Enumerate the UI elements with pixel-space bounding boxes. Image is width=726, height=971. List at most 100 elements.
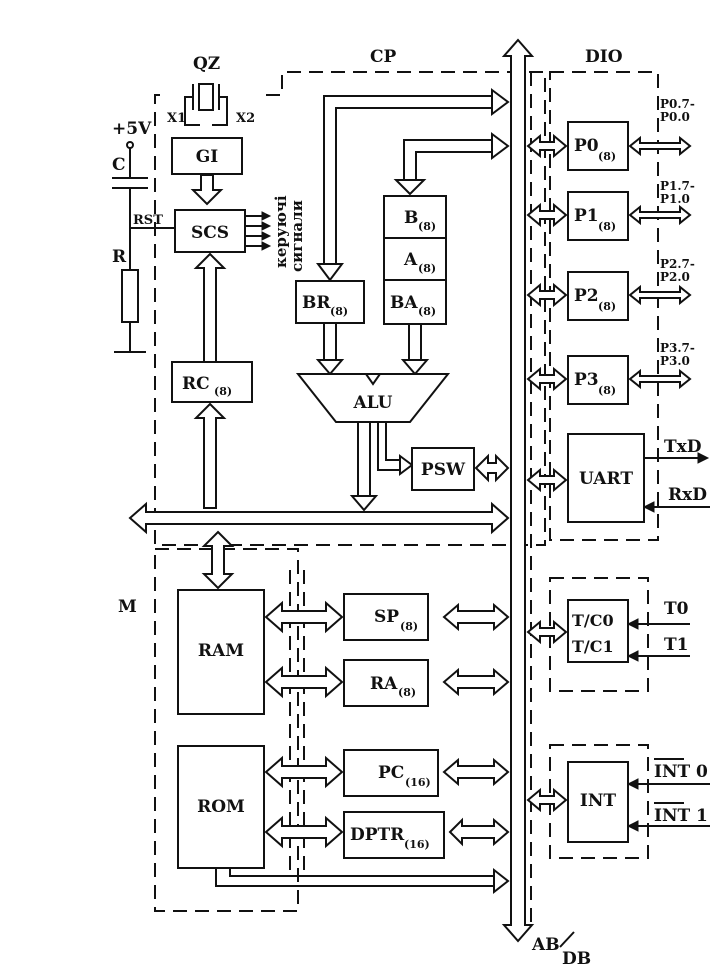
p2-pins-arrow <box>628 284 692 306</box>
br-to-alu-arrowhead <box>315 359 345 376</box>
p2-pins-label-1: P2.7- <box>660 257 695 271</box>
int1-label: INT 1 <box>654 806 708 826</box>
control-signal-1-head <box>261 211 272 221</box>
sp-label: SP <box>374 607 399 627</box>
b-register-subscript: (8) <box>418 220 436 233</box>
br-box <box>295 280 365 324</box>
rom-to-bus-arrowhead <box>493 867 510 895</box>
ra-box <box>343 659 429 707</box>
system-bus <box>501 38 535 943</box>
p1-pins-label-1: P1.7- <box>660 179 695 193</box>
resistor-label: R <box>112 247 127 267</box>
dptr-subscript: (16) <box>404 838 430 851</box>
rom-label: ROM <box>197 797 245 817</box>
crystal-lead-x2 <box>212 96 228 126</box>
p2-subscript: (8) <box>598 300 616 313</box>
alu-label: ALU <box>352 393 392 413</box>
timer-0-label: T/C0 <box>572 611 614 630</box>
timers-bus-link <box>526 619 568 645</box>
p3-bus-link <box>526 366 568 392</box>
b-register-label: B <box>404 208 418 228</box>
alu-to-psw-line-b <box>385 422 400 461</box>
control-signal-4-head <box>261 241 272 251</box>
sp-subscript: (8) <box>400 620 418 633</box>
reset-label: RST <box>133 213 163 228</box>
crystal-symbol <box>198 83 214 111</box>
p3-subscript: (8) <box>598 384 616 397</box>
p3-pins-arrow <box>628 368 692 390</box>
ba-subscript: (8) <box>418 305 436 318</box>
ram-ra-link <box>264 665 344 699</box>
accumulator-subscript: (8) <box>418 262 436 275</box>
alu-to-psw-line-a <box>377 422 400 471</box>
supply-label: +5V <box>112 119 152 139</box>
p1-bus-link <box>526 202 568 228</box>
control-signal-2-head <box>261 221 272 231</box>
txd-arrowhead <box>697 452 710 464</box>
alu-to-bus-arrowhead <box>349 495 379 512</box>
control-signal-3-head <box>261 231 272 241</box>
psw-box <box>411 447 475 491</box>
p3-box <box>567 355 629 405</box>
p1-box <box>567 191 629 241</box>
p0-box <box>567 121 629 171</box>
internal-data-bus <box>128 501 510 535</box>
scs-label: SCS <box>191 223 229 243</box>
rom-pc-link <box>264 755 344 789</box>
x2-label: X2 <box>236 111 255 126</box>
pc-box <box>343 749 439 797</box>
p1-subscript: (8) <box>598 220 616 233</box>
ram-sp-link <box>264 600 344 634</box>
p0-pins-arrow <box>628 135 692 157</box>
p3-pins-label-1: P3.7- <box>660 341 695 355</box>
bus-to-b-line-b <box>415 151 492 182</box>
b-bus-arrowhead <box>491 132 510 160</box>
uart-bus-link <box>526 467 568 493</box>
accumulator-label: A <box>403 250 418 270</box>
rom-to-bus-line-a <box>215 868 494 887</box>
uart-label: UART <box>579 469 633 489</box>
cp-region-border <box>154 71 546 546</box>
bus-to-rc-arrow <box>193 402 227 509</box>
accumulator-box <box>383 237 447 281</box>
pc-bus-link <box>442 757 510 787</box>
p2-box <box>567 271 629 321</box>
dio-region-label: DIO <box>585 47 623 67</box>
t1-label: T1 <box>664 635 688 655</box>
p1-label: P1 <box>574 206 599 226</box>
p0-bus-link <box>526 133 568 159</box>
ba-to-alu-arrowhead <box>400 359 430 376</box>
ram-label: RAM <box>198 641 244 661</box>
psw-label: PSW <box>421 460 466 480</box>
rom-to-bus-line-b <box>229 868 494 877</box>
ba-label: BA <box>390 293 418 313</box>
timers-box <box>567 599 629 663</box>
int0-arrowhead <box>626 778 639 790</box>
alu-notch <box>364 373 382 386</box>
p2-label: P2 <box>574 286 599 306</box>
ram-box <box>177 589 265 715</box>
control-signals-label-1: керуючі <box>272 195 290 268</box>
int0-label: INT 0 <box>654 762 708 782</box>
p3-label: P3 <box>574 370 599 390</box>
txd-label: TxD <box>664 437 702 457</box>
br-subscript: (8) <box>330 305 348 318</box>
rxd-label: RxD <box>668 485 707 505</box>
bus-to-b-line-a <box>403 139 492 182</box>
gi-to-scs-arrow <box>190 174 224 206</box>
p0-subscript: (8) <box>598 150 616 163</box>
ra-label: RA <box>370 674 398 694</box>
br-label: BR <box>302 293 331 313</box>
t1-arrowhead <box>626 650 639 662</box>
rc-subscript: (8) <box>214 385 232 398</box>
bus-to-br-line-b <box>335 107 492 270</box>
resistor-symbol <box>121 269 139 323</box>
dptr-box <box>343 811 445 859</box>
p2-bus-link <box>526 282 568 308</box>
p1-pins-label-2: P1.0 <box>660 192 690 206</box>
x1-label: X1 <box>167 111 186 126</box>
crystal-lead-x1 <box>184 96 200 126</box>
br-bus-arrowhead <box>491 88 510 116</box>
bus-to-ram-link <box>201 530 235 590</box>
